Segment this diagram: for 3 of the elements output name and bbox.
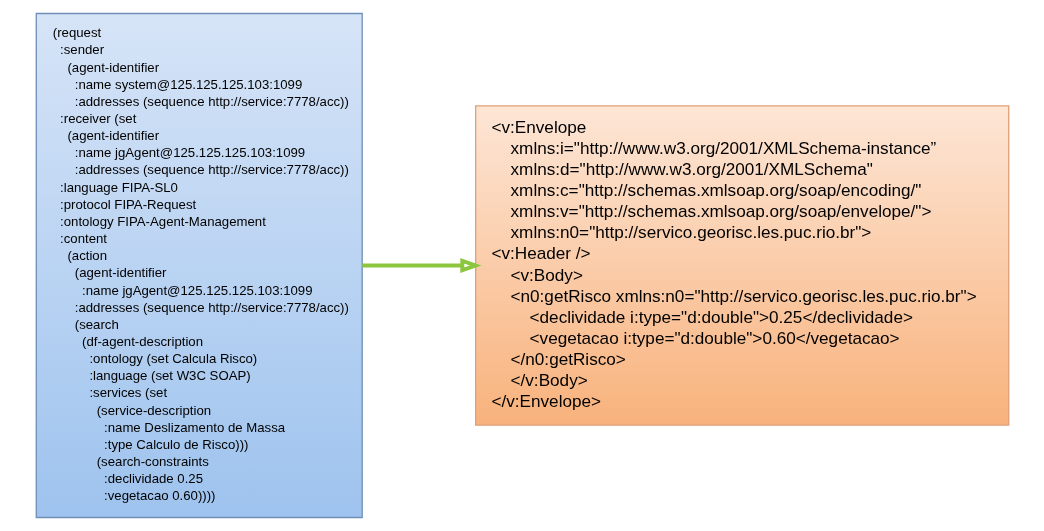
node-box: <v:Envelope xmlns:i="http://www.w3.org/2001/XMLSchema-instance” xmlns:d="http://www.w3.org/2001/XMLSchema" xmlns:c="http://schemas.xmlsoap.org/soap/encoding/" xmlns:v="http://schemas.xmlsoap.org/soap/envelope/"> xmlns:n0="http://servico.georisc.les.puc.rio.br"> <v:Header /> <v:Body> <n0:getRisco xmlns:n0="http://servico.georisc.les.puc.rio.br"> <declividade i:type="d:double">0.25</declividade> <vegetacao i:type="d:double">0.60</vegetacao> </n0:getRisco> </v:Body> </v:Envelope> [474, 105, 1009, 426]
arrow [361, 258, 481, 273]
node-box: (request :sender (agent-identifier :name system@125.125.125.103:1099 :addresses (sequence http://service:7778/acc)) :receiver (set (agent-identifier :name jgAgent@125.125.125.103:1099 :addresses (sequence http://service:7778/acc)) :language FIPA-SL0 :protocol FIPA-Request :ontology FIPA-Agent-Management :content (action (agent-identifier :name jgAgent@125.125.125.103:1099 :addresses (sequence http://service:7778/acc)) (search (df-agent-description :ontology (set Calcula Risco) :language (set W3C SOAP) :services (set (service-description :name Deslizamento de Massa :type Calculo de Risco))) (search-constraints :declividade 0.25 :vegetacao 0.60)))) [35, 12, 363, 519]
